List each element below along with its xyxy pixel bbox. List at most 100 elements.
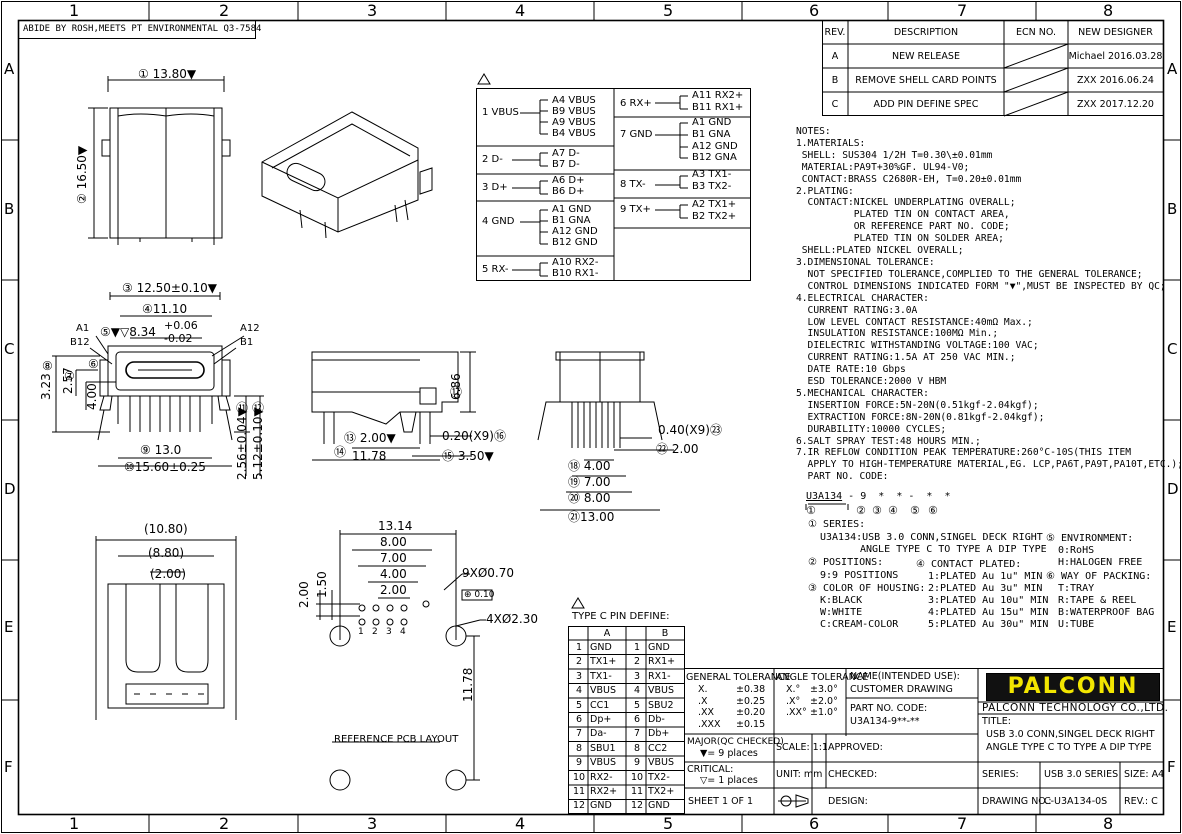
dim-323: 3.23 bbox=[39, 373, 53, 400]
pin-define-cell: SBU1 bbox=[590, 742, 616, 754]
pin-define-cell: 4 bbox=[633, 685, 641, 697]
dim-pcb-mount: 4XØ2.30 bbox=[486, 612, 539, 626]
note-line: PART NO. CODE: bbox=[796, 471, 889, 483]
inner-border bbox=[17, 19, 1165, 816]
dim-512: 5.12±0.10▼ bbox=[251, 407, 265, 480]
pin-define-cell: VBUS bbox=[648, 685, 674, 697]
zone-row-label-right: A bbox=[1167, 60, 1178, 78]
dim-bot-1080: (10.80) bbox=[144, 522, 188, 536]
pin-define-cell: 6 bbox=[575, 714, 583, 725]
name-label: NAME(INTENDED USE): bbox=[850, 671, 960, 682]
dim-bot-200: (2.00) bbox=[150, 567, 187, 581]
env-item: 0:RoHS bbox=[1058, 545, 1095, 556]
pin-define-cell: 8 bbox=[633, 742, 641, 754]
pin-group-pin: B7 D- bbox=[552, 159, 580, 170]
note-line: MATERIAL:PA9T+30%GF. UL94-V0; bbox=[796, 161, 970, 173]
gen-tol-value: ±0.20 bbox=[736, 707, 766, 718]
pin-group-pin: A12 GND bbox=[552, 226, 598, 237]
pin-define-col-b: B bbox=[661, 628, 669, 639]
pin-group-pin: B9 VBUS bbox=[552, 106, 596, 117]
pin-define-cell: 3 bbox=[633, 670, 641, 682]
pcb-pin-2: 2 bbox=[372, 627, 378, 637]
zone-col-label-bottom: 3 bbox=[367, 814, 378, 833]
pin-define-cell: 4 bbox=[575, 685, 583, 697]
note-line: DIELECTRIC WITHSTANDING VOLTAGE:100 VAC; bbox=[796, 340, 1039, 352]
title-line-2: ANGLE TYPE C TO TYPE A DIP TYPE bbox=[986, 742, 1152, 753]
pin-define-cell: 9 bbox=[575, 757, 583, 769]
pin-group-pin: B2 TX2+ bbox=[692, 211, 737, 222]
dim-9: ⑨ 13.0 bbox=[140, 443, 182, 457]
pack-item: R:TAPE & REEL bbox=[1058, 595, 1137, 606]
warning-triangle-icon bbox=[477, 73, 491, 85]
front-view bbox=[52, 292, 264, 476]
pin-group-pin: A6 D+ bbox=[552, 175, 585, 186]
zone-row-label-left: E bbox=[4, 618, 14, 636]
pin-define-cell: 3 bbox=[575, 670, 583, 682]
pin-define-cell: SBU2 bbox=[648, 699, 674, 711]
pin-define-cell: Db+ bbox=[648, 728, 670, 740]
pin-group-pin: B10 RX1- bbox=[552, 268, 599, 279]
part-code-marker-2: ② bbox=[856, 504, 866, 517]
rev-cell-rev: C bbox=[831, 99, 839, 110]
pin-define-title: TYPE C PIN DEFINE: bbox=[572, 611, 670, 622]
ang-tol-key: .X° bbox=[786, 695, 801, 707]
ang-tol-title: ANGLE TOLERANCE bbox=[776, 672, 869, 683]
series-value: USB 3.0 SERIES bbox=[1044, 769, 1119, 780]
pin-group-label: 8 TX- bbox=[620, 179, 646, 190]
company-name: PALCONN TECHNOLOGY CO.,LTD. bbox=[982, 702, 1169, 714]
env-title: ⑤ ENVIRONMENT: bbox=[1046, 533, 1134, 544]
gen-tol-value: ±0.38 bbox=[736, 684, 766, 695]
gen-tol-key: .XXX bbox=[698, 718, 721, 730]
note-line: DURABILITY:10000 CYCLES; bbox=[796, 423, 947, 435]
zone-row-label-right: F bbox=[1167, 758, 1176, 776]
rear-view bbox=[537, 351, 674, 511]
pin-define-cell: Db- bbox=[648, 714, 665, 725]
zone-col-label-top: 2 bbox=[219, 1, 230, 20]
zone-col-label-bottom: 8 bbox=[1103, 814, 1114, 833]
note-line: NOT SPECIFIED TOLERANCE,COMPLIED TO THE … bbox=[796, 268, 1143, 280]
note-line: 4.ELECTRICAL CHARACTER: bbox=[796, 292, 929, 304]
plated-item: 2:PLATED Au 3u" MIN bbox=[928, 583, 1043, 594]
pin-define-cell: RX1+ bbox=[648, 656, 676, 668]
zone-row-label-right: B bbox=[1167, 200, 1178, 218]
dim-rear-040: 0.40(X9)㉓ bbox=[658, 423, 722, 437]
pin-define-cell: GND bbox=[648, 642, 670, 653]
pin-define-cell: 1 bbox=[633, 642, 641, 653]
part-code-marker-6: ⑥ bbox=[928, 504, 938, 517]
note-line: OR REFERENCE PART NO. CODE; bbox=[796, 221, 1010, 233]
dim-side-17: ⑰ bbox=[450, 385, 463, 399]
revision-table-grid bbox=[822, 20, 1164, 117]
housing-title: ③ COLOR OF HOUSING: bbox=[808, 583, 926, 594]
pin-group-grid bbox=[476, 88, 751, 281]
ang-tol-value: ±1.0° bbox=[810, 707, 838, 718]
pin-group-pin: A12 GND bbox=[692, 141, 738, 152]
rev-header-desc: DESCRIPTION bbox=[893, 27, 959, 38]
dim-pcb-400: 4.00 bbox=[380, 567, 407, 581]
name-value: CUSTOMER DRAWING bbox=[850, 684, 953, 695]
note-line: 5.MECHANICAL CHARACTER: bbox=[796, 387, 929, 399]
note-line: EXTRACTION FORCE:8N-20N(0.81kgf-2.04kgf)… bbox=[796, 411, 1045, 423]
warning-triangle-icon bbox=[571, 597, 585, 609]
dim-pcb-700: 7.00 bbox=[380, 551, 407, 565]
note-line: 7.IR REFLOW CONDITION PEAK TEMPERATURE:2… bbox=[796, 447, 1132, 459]
rev-cell-designer: Michael 2016.03.28 bbox=[1068, 51, 1163, 62]
zone-col-label-bottom: 2 bbox=[219, 814, 230, 833]
pin-group-pin: A7 D- bbox=[552, 148, 580, 159]
pin-group-pin: A2 TX1+ bbox=[692, 199, 737, 210]
note-line: 2.PLATING: bbox=[796, 185, 854, 197]
pin-group-label: 2 D- bbox=[482, 154, 503, 165]
major-value: ▼= 9 places bbox=[700, 748, 758, 759]
title-line-1: USB 3.0 CONN,SINGEL DECK RIGHT bbox=[986, 729, 1155, 740]
plated-item: 1:PLATED Au 1u" MIN bbox=[928, 571, 1043, 582]
env-item: H:HALOGEN FREE bbox=[1058, 557, 1143, 568]
pack-item: U:TUBE bbox=[1058, 619, 1095, 630]
plated-item: 3:PLATED Au 10u" MIN bbox=[928, 595, 1049, 606]
pin-group-label: 7 GND bbox=[620, 129, 653, 140]
pin-define-cell: CC2 bbox=[648, 742, 668, 754]
part-code-marker-4: ④ bbox=[888, 504, 898, 517]
title-label: TITLE: bbox=[982, 716, 1011, 727]
dim-side-1178: 11.78 bbox=[352, 449, 387, 463]
dim-front-w2: ④11.10 bbox=[142, 302, 188, 316]
